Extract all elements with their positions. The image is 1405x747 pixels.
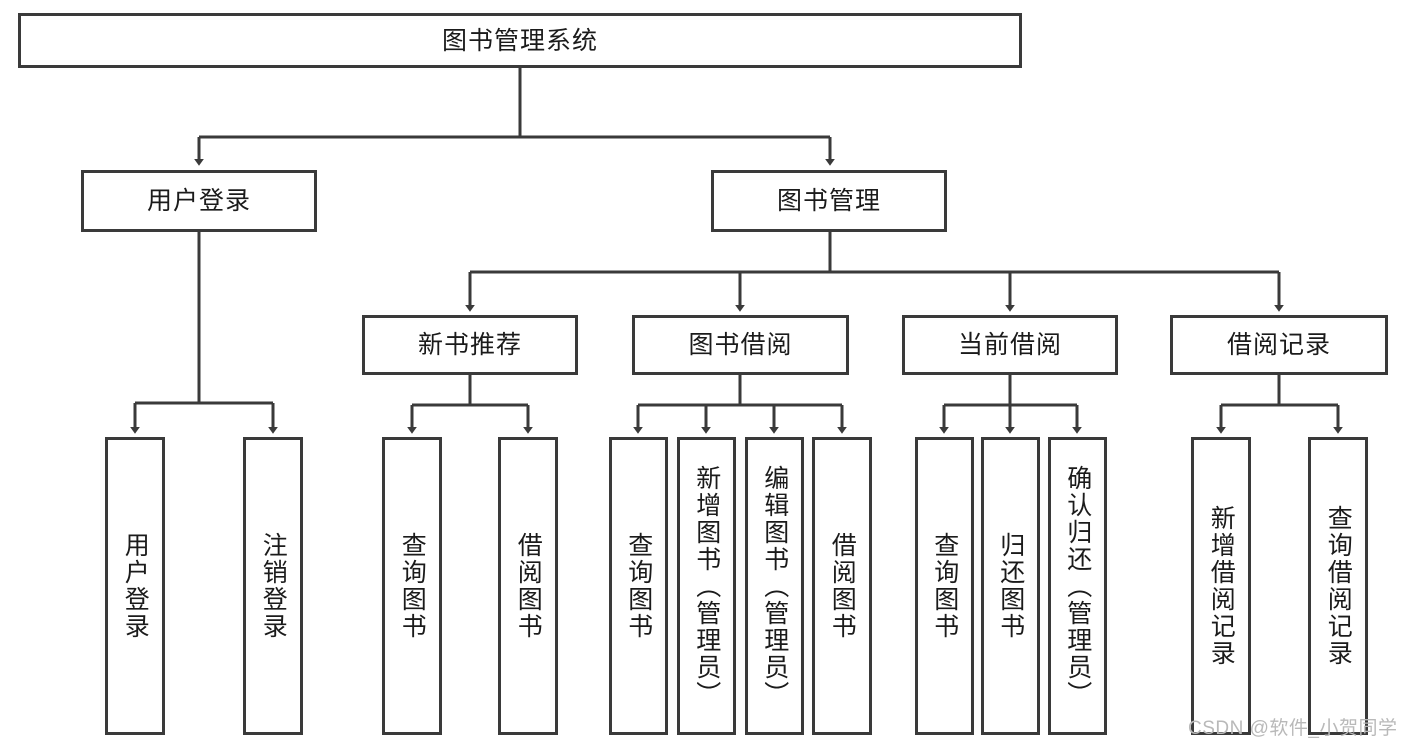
node-root-label: 图书管理系统 bbox=[441, 26, 598, 55]
node-leaf-query-book-3[interactable]: 查询图书 bbox=[915, 437, 974, 735]
node-leaf-add-record-label: 新增借阅记录 bbox=[1207, 505, 1236, 667]
node-new-book-recommend[interactable]: 新书推荐 bbox=[362, 315, 578, 375]
node-book-borrow[interactable]: 图书借阅 bbox=[632, 315, 849, 375]
node-leaf-query-book-2[interactable]: 查询图书 bbox=[609, 437, 668, 735]
node-user-login[interactable]: 用户登录 bbox=[81, 170, 317, 232]
node-leaf-user-login-label: 用户登录 bbox=[121, 532, 150, 640]
node-leaf-logout-label: 注销登录 bbox=[259, 532, 288, 640]
node-leaf-query-book-3-label: 查询图书 bbox=[930, 532, 959, 640]
node-leaf-add-book-label: 新增图书（管理员） bbox=[692, 464, 721, 708]
node-leaf-edit-book[interactable]: 编辑图书（管理员） bbox=[745, 437, 804, 735]
node-current-borrow[interactable]: 当前借阅 bbox=[902, 315, 1118, 375]
node-leaf-confirm-return[interactable]: 确认归还（管理员） bbox=[1048, 437, 1107, 735]
node-leaf-query-book-1[interactable]: 查询图书 bbox=[382, 437, 442, 735]
node-leaf-borrow-book-2[interactable]: 借阅图书 bbox=[812, 437, 872, 735]
node-leaf-borrow-book-1[interactable]: 借阅图书 bbox=[498, 437, 558, 735]
node-book-manage-label: 图书管理 bbox=[776, 187, 881, 215]
node-book-manage[interactable]: 图书管理 bbox=[711, 170, 947, 232]
node-leaf-query-record[interactable]: 查询借阅记录 bbox=[1308, 437, 1368, 735]
node-user-login-label: 用户登录 bbox=[146, 187, 251, 215]
node-current-borrow-label: 当前借阅 bbox=[957, 331, 1062, 359]
node-leaf-logout[interactable]: 注销登录 bbox=[243, 437, 303, 735]
node-new-book-recommend-label: 新书推荐 bbox=[417, 331, 522, 359]
node-leaf-borrow-book-2-label: 借阅图书 bbox=[828, 532, 857, 640]
watermark: CSDN @软件_小贺同学 bbox=[1188, 718, 1398, 739]
node-book-borrow-label: 图书借阅 bbox=[688, 331, 793, 359]
node-borrow-record-label: 借阅记录 bbox=[1226, 331, 1331, 359]
node-borrow-record[interactable]: 借阅记录 bbox=[1170, 315, 1388, 375]
node-leaf-query-record-label: 查询借阅记录 bbox=[1324, 505, 1353, 667]
node-leaf-user-login[interactable]: 用户登录 bbox=[105, 437, 165, 735]
node-leaf-borrow-book-1-label: 借阅图书 bbox=[514, 532, 543, 640]
node-leaf-add-record[interactable]: 新增借阅记录 bbox=[1191, 437, 1251, 735]
node-leaf-add-book[interactable]: 新增图书（管理员） bbox=[677, 437, 736, 735]
node-leaf-return-book-label: 归还图书 bbox=[996, 532, 1025, 640]
node-leaf-query-book-2-label: 查询图书 bbox=[624, 532, 653, 640]
node-leaf-query-book-1-label: 查询图书 bbox=[398, 532, 427, 640]
node-leaf-edit-book-label: 编辑图书（管理员） bbox=[760, 464, 789, 708]
node-root[interactable]: 图书管理系统 bbox=[18, 13, 1022, 68]
node-leaf-confirm-return-label: 确认归还（管理员） bbox=[1063, 464, 1092, 708]
node-leaf-return-book[interactable]: 归还图书 bbox=[981, 437, 1040, 735]
